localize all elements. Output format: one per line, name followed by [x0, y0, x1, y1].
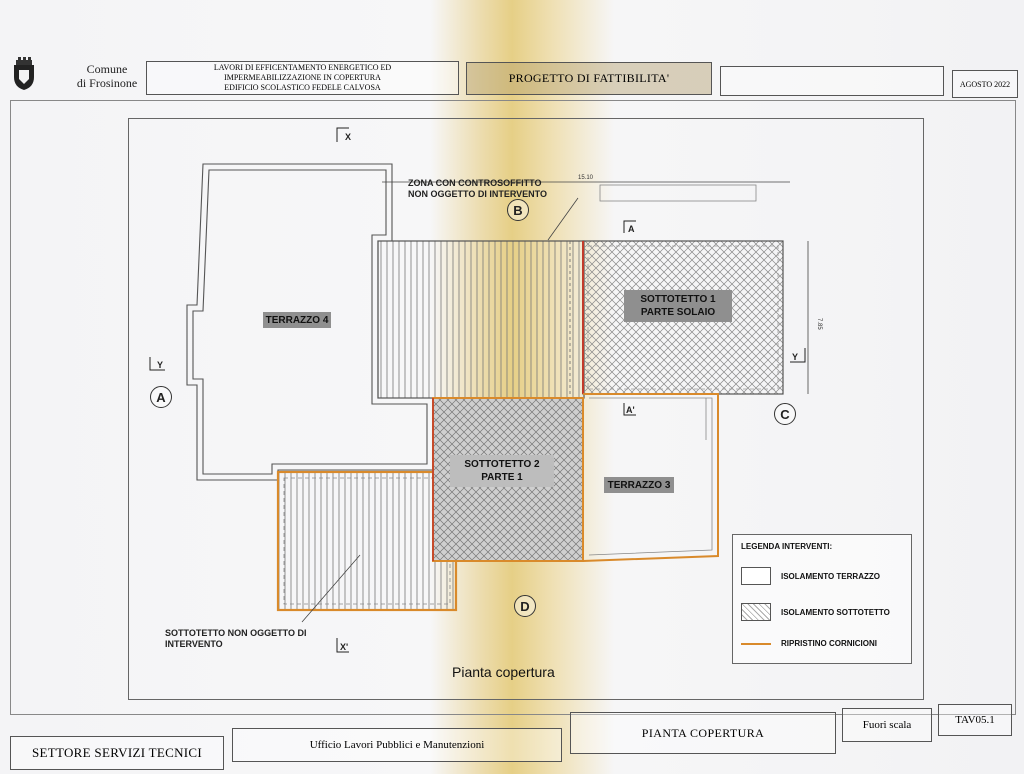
sheet-title-label: PIANTA COPERTURA	[641, 725, 765, 740]
legend-item-cornicioni: RIPRISTINO CORNICIONI	[781, 639, 878, 648]
controsoffitto-note-line1: ZONA CON CONTROSOFFITTO	[408, 178, 542, 188]
sheet-code-box: TAV05.1	[938, 704, 1012, 736]
controsoffitto-area	[377, 240, 585, 399]
legend-item-terrazzo: ISOLAMENTO TERRAZZO	[781, 572, 880, 581]
sottotetto-non-note-line2: INTERVENTO	[165, 639, 223, 649]
controsoffitto-note: ZONA CON CONTROSOFFITTO NON OGGETTO DI I…	[408, 178, 547, 200]
department-box: SETTORE SERVIZI TECNICI	[10, 736, 224, 770]
marker-a: A	[150, 386, 172, 408]
marker-c: C	[774, 403, 796, 425]
date-label: AGOSTO 2022	[959, 79, 1011, 89]
section-y-label: Y	[157, 360, 164, 370]
office-label: Ufficio Lavori Pubblici e Manutenzioni	[309, 739, 485, 751]
drawing-title: Pianta copertura	[452, 664, 555, 680]
legend-title: LEGENDA INTERVENTI:	[741, 542, 833, 551]
sottotetto-non-oggetto-note: SOTTOTETTO NON OGGETTO DI INTERVENTO	[165, 628, 307, 650]
section-y-right-label: Y	[792, 352, 799, 362]
marker-b: B	[507, 199, 529, 221]
section-a-label: A	[628, 224, 635, 234]
department-label: SETTORE SERVIZI TECNICI	[31, 745, 203, 760]
municipality-name: Comune di Frosinone	[62, 62, 152, 90]
drawing-frame	[128, 118, 924, 700]
project-title-box: LAVORI DI EFFICENTAMENTO ENERGETICO ED I…	[146, 61, 459, 95]
office-box: Ufficio Lavori Pubblici e Manutenzioni	[232, 728, 562, 762]
coat-of-arms-icon	[10, 57, 38, 91]
legend-swatch-terrazzo	[741, 567, 771, 585]
legend-swatch-cornicioni	[741, 643, 771, 645]
legend-box: LEGENDA INTERVENTI: ISOLAMENTO TERRAZZO …	[732, 534, 912, 664]
sheet-title-box: PIANTA COPERTURA	[570, 712, 836, 754]
sottotetto-2-line2: PARTE 1	[481, 472, 523, 483]
section-x-prime-label: X'	[340, 642, 349, 652]
dim-right: 7.85	[816, 318, 822, 330]
sottotetto-1-line2: PARTE SOLAIO	[640, 307, 716, 318]
scale-box: Fuori scala	[842, 708, 932, 742]
legend-item-sottotetto: ISOLAMENTO SOTTOTETTO	[781, 608, 890, 617]
controsoffitto-note-line2: NON OGGETTO DI INTERVENTO	[408, 189, 548, 199]
project-title-line1: LAVORI DI EFFICENTAMENTO ENERGETICO ED	[213, 63, 392, 72]
project-title-line2: IMPERMEABILIZZAZIONE IN COPERTURA	[224, 73, 381, 82]
blank-header-box	[720, 66, 944, 96]
section-a-prime-label: A'	[626, 405, 635, 415]
dim-top: 15.10	[578, 175, 594, 181]
legend-swatch-sottotetto	[741, 603, 771, 621]
terrazzo-3-label: TERRAZZO 3	[604, 477, 674, 493]
project-title-line3: EDIFICIO SCOLASTICO FEDELE CALVOSA	[224, 83, 381, 92]
sottotetto-2-label: SOTTOTETTO 2 PARTE 1	[450, 455, 554, 487]
phase-box: PROGETTO DI FATTIBILITA'	[466, 62, 712, 95]
phase-label: PROGETTO DI FATTIBILITA'	[508, 71, 670, 85]
terrazzo-3-outline	[582, 393, 719, 562]
terrazzo-4-label: TERRAZZO 4	[263, 312, 331, 328]
section-x-label: X	[345, 132, 352, 142]
outer-frame	[10, 100, 1016, 715]
marker-d: D	[514, 595, 536, 617]
sottotetto-non-note-line1: SOTTOTETTO NON OGGETTO DI	[165, 628, 307, 638]
sottotetto-non-oggetto-area	[276, 470, 458, 612]
sottotetto-2-line1: SOTTOTETTO 2	[464, 459, 540, 470]
sottotetto-1-line1: SOTTOTETTO 1	[640, 294, 716, 305]
date-box: AGOSTO 2022	[952, 70, 1018, 98]
sheet-code-label: TAV05.1	[955, 714, 995, 726]
municipality-line2: di Frosinone	[76, 76, 138, 90]
scale-label: Fuori scala	[862, 719, 912, 731]
municipality-line1: Comune	[86, 62, 128, 76]
sottotetto-1-label: SOTTOTETTO 1 PARTE SOLAIO	[624, 290, 732, 322]
